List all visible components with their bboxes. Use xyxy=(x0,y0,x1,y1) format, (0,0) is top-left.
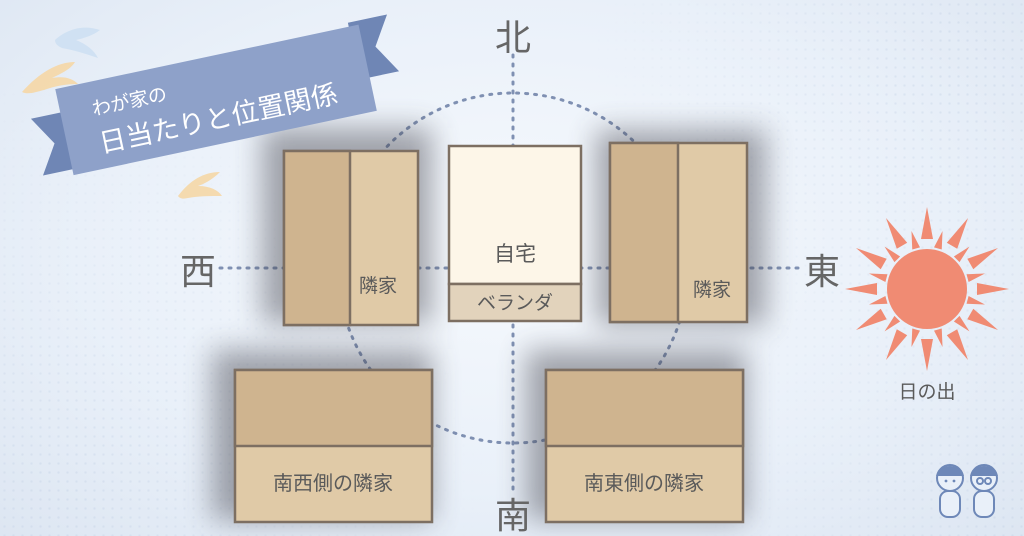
south-label: 南 xyxy=(495,496,531,536)
southwest-neighbor-house xyxy=(233,368,434,524)
home-label: 自宅 xyxy=(494,242,536,266)
east-label: 東 xyxy=(804,252,840,293)
north-label: 北 xyxy=(495,18,531,59)
bird-icon xyxy=(55,27,100,58)
home-house xyxy=(447,144,583,323)
southwest-neighbor-label: 南西側の隣家 xyxy=(273,471,393,495)
east-neighbor-label: 隣家 xyxy=(693,279,731,301)
southeast-neighbor-label: 南東側の隣家 xyxy=(584,471,704,495)
sunrise-label: 日の出 xyxy=(898,381,955,403)
family-icon xyxy=(936,464,998,518)
east-neighbor-house xyxy=(608,141,749,324)
sun-icon xyxy=(845,207,1009,371)
bird-icon xyxy=(178,172,222,199)
west-neighbor-house xyxy=(282,149,420,327)
bird-icon xyxy=(22,62,78,94)
veranda-label: ベランダ xyxy=(477,292,553,314)
southeast-neighbor-house xyxy=(544,368,745,524)
west-label: 西 xyxy=(180,252,216,293)
west-neighbor-label: 隣家 xyxy=(359,275,397,297)
